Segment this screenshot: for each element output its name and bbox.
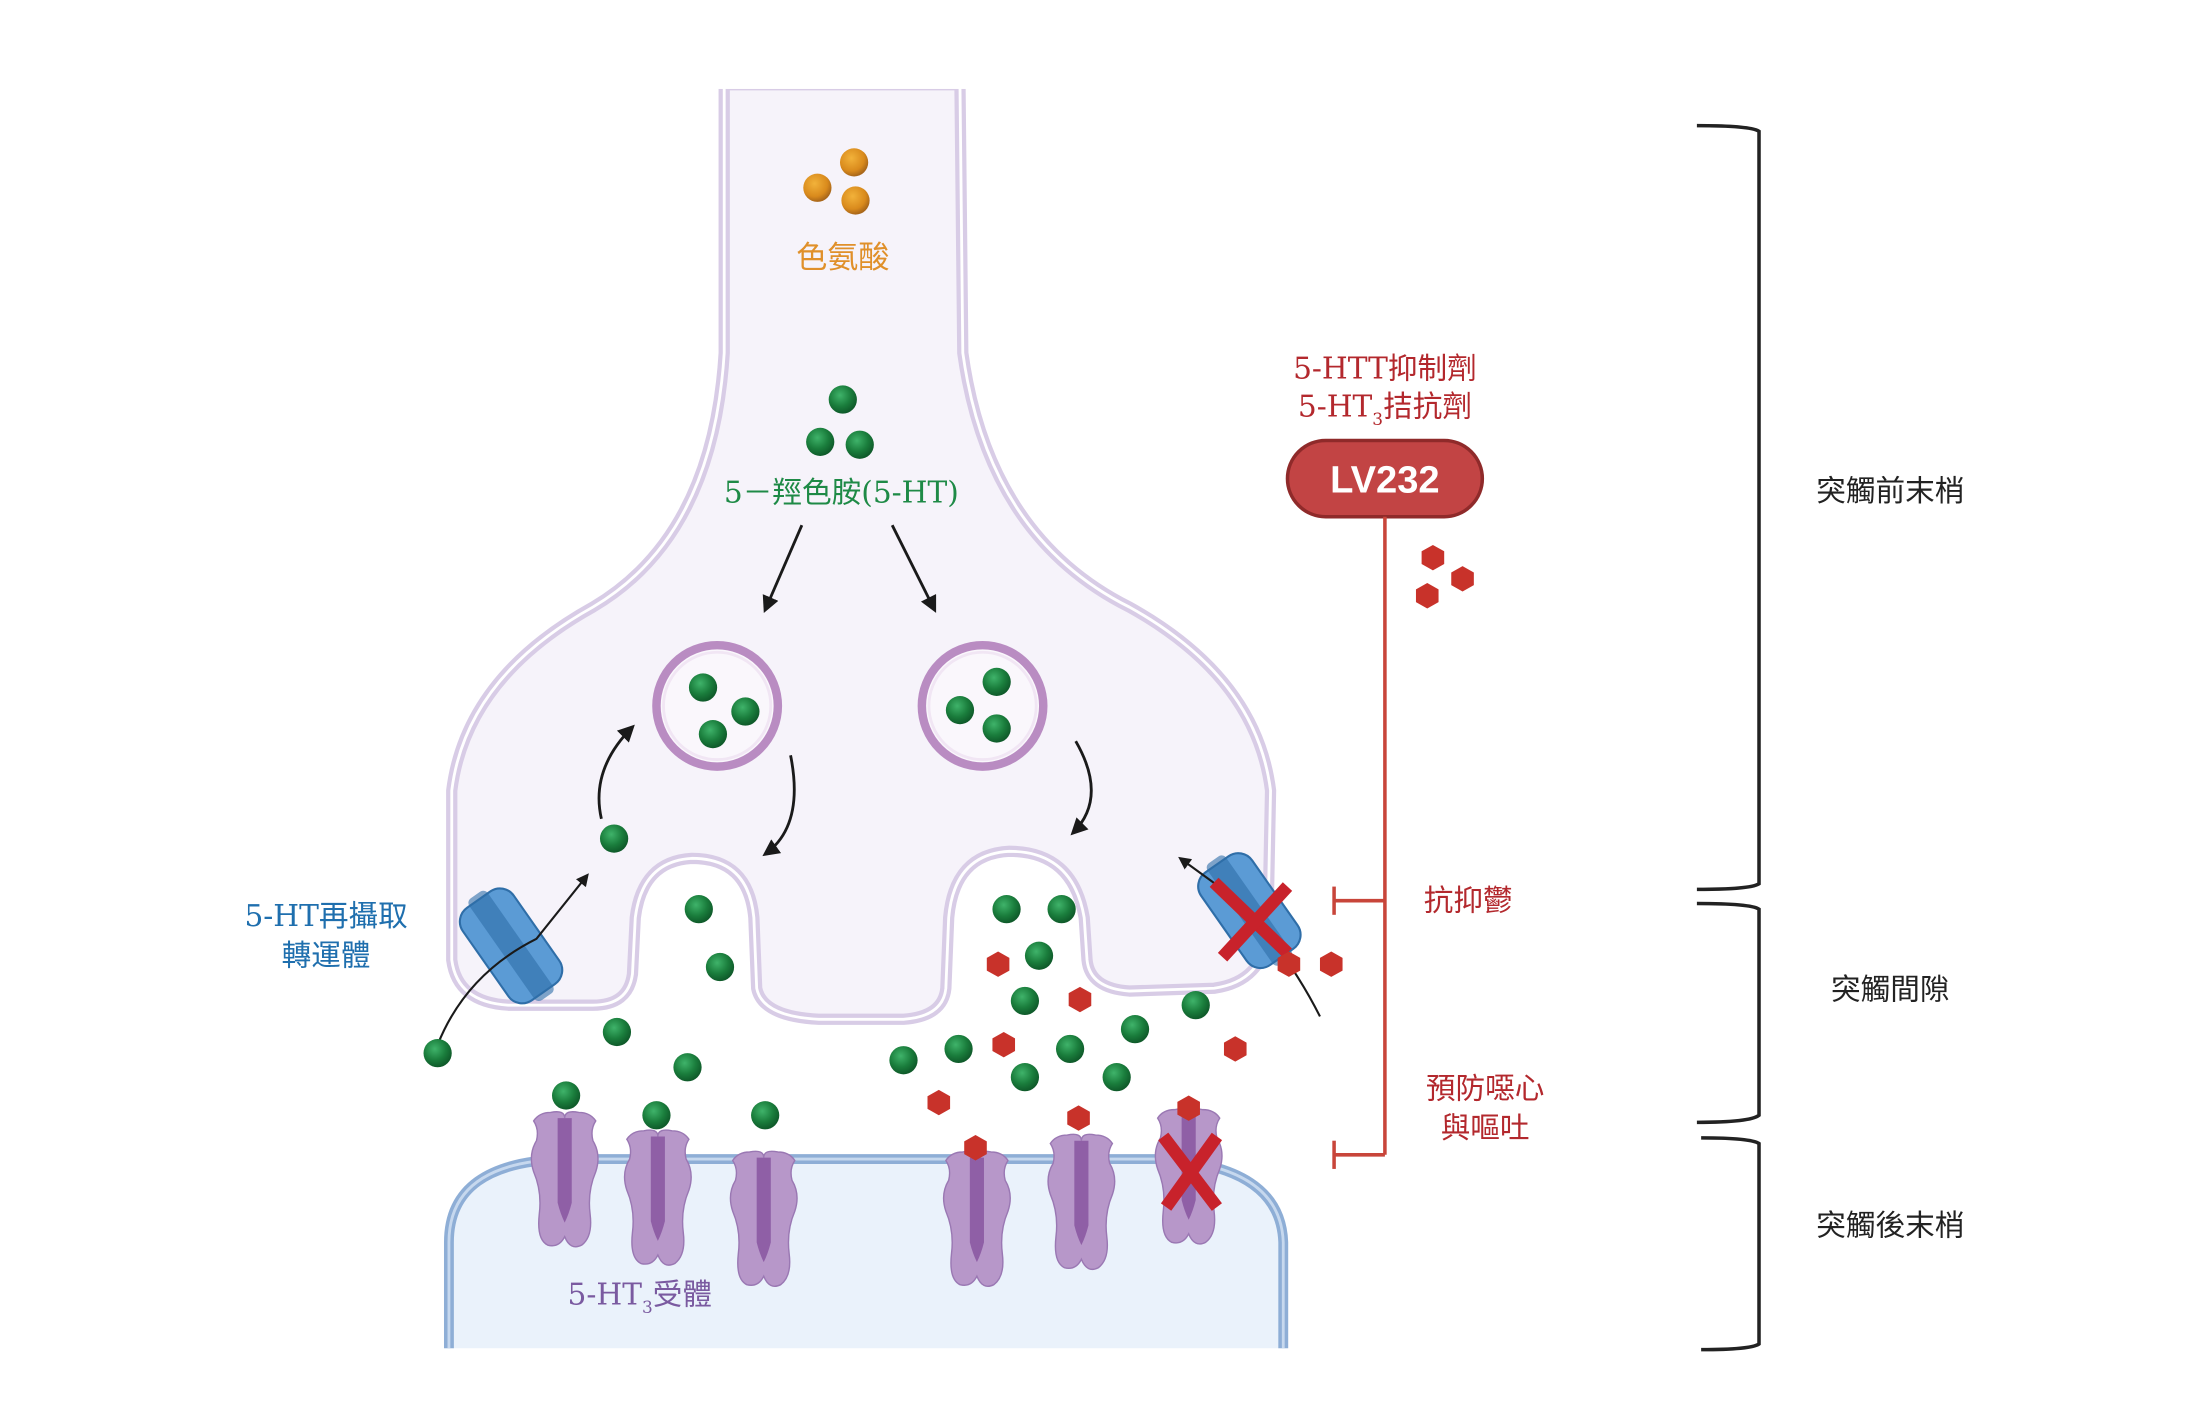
arrow-to-vesicle-right	[890, 524, 937, 613]
transporter-label-line1: 5-HT再攝取	[244, 898, 407, 933]
drug-class-line1: 5-HTT抑制劑	[1293, 350, 1477, 385]
vesicle-left	[652, 640, 783, 771]
drug-class-line2: 5-HT3拮抗劑	[1298, 388, 1472, 428]
drug-badge: LV232	[1285, 438, 1485, 519]
receptor-block-x-icon	[1158, 1132, 1223, 1211]
bracket-cleft	[1696, 901, 1761, 1125]
transporter-arrow-left	[436, 873, 589, 1046]
reuptake-transporter-left	[458, 887, 564, 1005]
effect-antiemetic-line2: 與嘔吐	[1441, 1110, 1530, 1145]
release-arrow-left	[762, 755, 796, 857]
block-x-icon	[1209, 877, 1293, 962]
serotonin-label: 5－羥色胺(5-HT)	[724, 475, 959, 510]
drug-molecules	[1415, 544, 1474, 609]
vesicle-right	[917, 640, 1048, 771]
region-label-presynaptic: 突觸前末梢	[1816, 473, 1964, 508]
inhibition-lines	[1332, 516, 1387, 1169]
bracket-postsynaptic	[1701, 1136, 1761, 1352]
bracket-presynaptic	[1696, 123, 1761, 892]
arrow-to-vesicle-left	[762, 524, 804, 613]
effect-antiemetic-line1: 預防噁心	[1426, 1070, 1545, 1105]
effect-antidepressant: 抗抑鬱	[1424, 883, 1513, 918]
drug-name: LV232	[1330, 460, 1439, 502]
receptor-label: 5-HT3受體	[568, 1276, 712, 1316]
tryptophan-label: 色氨酸	[796, 240, 889, 276]
region-label-postsynaptic: 突觸後末梢	[1816, 1207, 1964, 1242]
release-arrow-right	[1070, 740, 1093, 836]
reuptake-arrow-to-vesicle	[597, 724, 635, 820]
transporter-label-line2: 轉運體	[282, 938, 371, 973]
region-brackets	[1696, 123, 1761, 1352]
region-label-cleft: 突觸間隙	[1831, 972, 1949, 1007]
presynaptic-terminal	[446, 77, 1277, 1025]
